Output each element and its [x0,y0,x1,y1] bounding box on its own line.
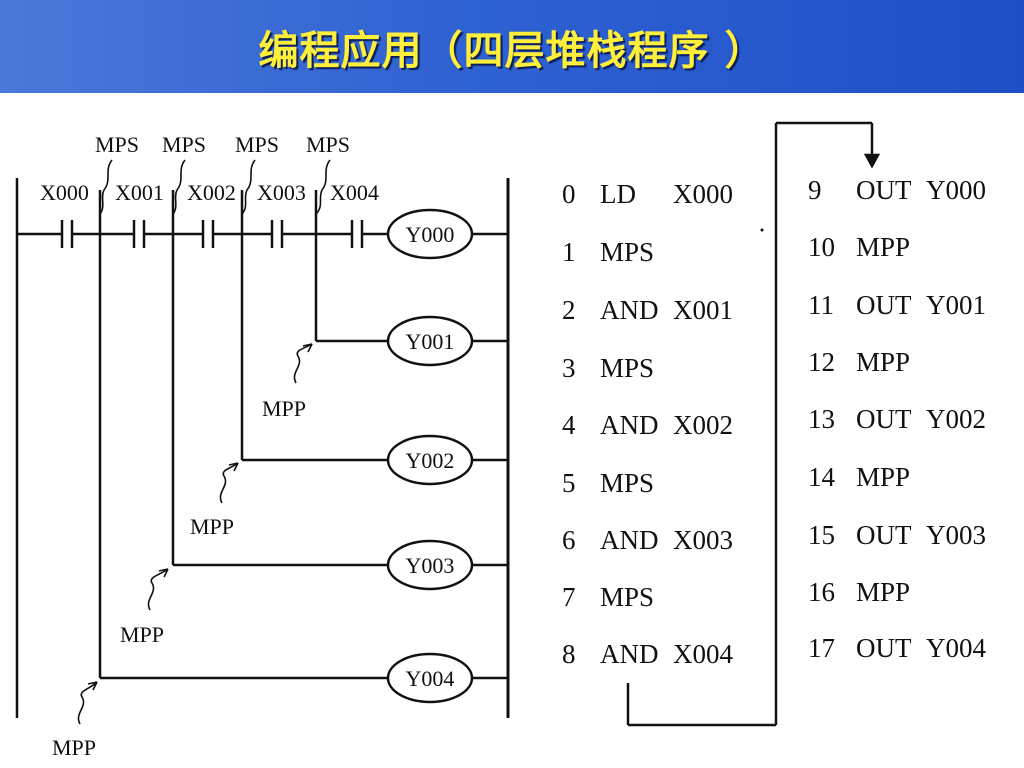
list-step: 15 [808,520,835,550]
list-step: 1 [562,237,576,267]
list-step: 2 [562,295,576,325]
contact-label-x001: X001 [115,180,164,205]
list-arg: X000 [673,179,733,209]
list-step: 5 [562,468,576,498]
mpp-label-1: MPP [262,396,306,421]
list-arg: X003 [673,525,733,555]
coil-label-y001: Y001 [406,329,455,354]
mpp-pointers [77,343,313,725]
list-step: 13 [808,404,835,434]
contact-x001 [132,220,146,248]
list-op: MPS [600,468,654,498]
mpp-label-3: MPP [120,622,164,647]
list-step: 0 [562,179,576,209]
list-op: AND [600,525,659,555]
list-arg: Y001 [926,290,986,320]
list-arg: X002 [673,410,733,440]
list-arg: X004 [673,639,733,669]
list-step: 8 [562,639,576,669]
list-op: OUT [856,290,912,320]
mpp-label-2: MPP [190,514,234,539]
contact-x003 [270,220,284,248]
list-op: MPP [856,577,910,607]
mps-label-3: MPS [235,132,279,157]
list-op: LD [600,179,636,209]
list-arg: Y002 [926,404,986,434]
coil-y000 [386,208,474,260]
coil-label-y002: Y002 [406,448,455,473]
mps-label-4: MPS [306,132,350,157]
list-step: 3 [562,353,576,383]
list-op: MPS [600,582,654,612]
list-arg: Y000 [926,175,986,205]
contact-label-x003: X003 [257,180,306,205]
list-step: 14 [808,462,836,492]
list-step: 12 [808,347,835,377]
list-op: MPS [600,353,654,383]
list-step: 10 [808,232,835,262]
list-op: MPP [856,347,910,377]
list-step: 16 [808,577,835,607]
list-step: 4 [562,410,576,440]
list-op: AND [600,295,659,325]
list-op: MPP [856,232,910,262]
mps-label-1: MPS [95,132,139,157]
coil-y004 [386,652,474,704]
contact-x004 [350,220,364,248]
list-op: OUT [856,520,912,550]
list-step: 17 [808,633,835,663]
mps-label-2: MPS [162,132,206,157]
list-step: 11 [808,290,834,320]
coil-y002 [386,434,474,486]
coil-y003 [386,539,474,591]
list-op: OUT [856,633,912,663]
coil-label-y003: Y003 [406,553,455,578]
list-op: OUT [856,404,912,434]
list-arg: Y004 [926,633,986,663]
mpp-label-4: MPP [52,735,96,760]
list-arg: Y003 [926,520,986,550]
list-op: AND [600,410,659,440]
contact-label-x004: X004 [330,180,379,205]
list-op: OUT [856,175,912,205]
slide-header: 编程应用（四层堆栈程序 ） [0,0,1024,93]
ladder-wires [15,178,510,718]
list-op: MPS [600,237,654,267]
listing-frame [626,121,881,727]
mps-pointers [99,159,331,215]
list-step: 6 [562,525,576,555]
list-arg: X001 [673,295,733,325]
contact-label-x000: X000 [40,180,89,205]
list-op: AND [600,639,659,669]
instruction-listing-right: 9 OUT Y000 10 MPP 11 OUT Y001 12 MPP 13 … [808,175,986,663]
list-op: MPP [856,462,910,492]
slide-title: 编程应用（四层堆栈程序 ） [258,28,766,74]
ladder-labels: MPS MPS MPS MPS X000 X001 X002 X003 X004… [40,132,454,760]
contact-x002 [201,220,215,248]
coil-label-y000: Y000 [406,222,455,247]
list-step: 9 [808,175,822,205]
list-step: 7 [562,582,576,612]
coil-y001 [386,315,474,367]
coil-label-y004: Y004 [406,666,455,691]
instruction-listing-left: 0 LD X000 1 MPS 2 AND X001 3 MPS 4 AND X… [562,179,733,669]
contact-label-x002: X002 [187,180,236,205]
contact-x000 [60,220,74,248]
